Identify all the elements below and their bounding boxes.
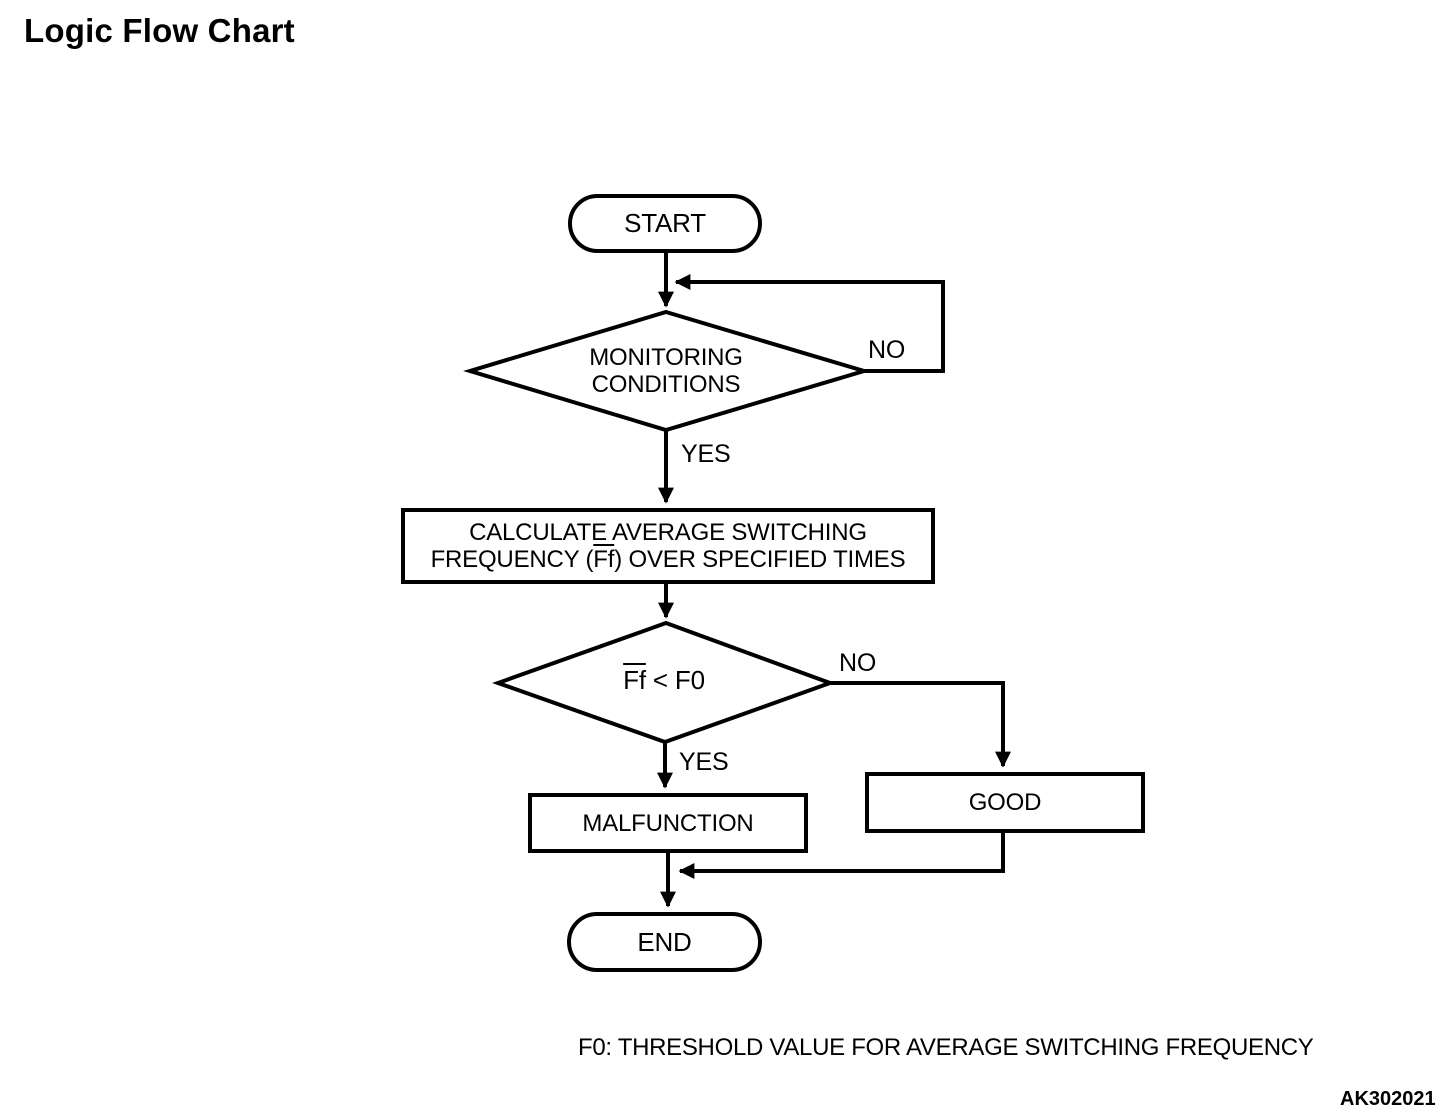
calculate-line2: FREQUENCY (Ff) OVER SPECIFIED TIMES — [431, 546, 906, 573]
connector-monitoring-no-loop — [674, 274, 945, 373]
page-title: Logic Flow Chart — [24, 12, 295, 49]
connector-ffcheck-no-to-good — [830, 681, 1011, 768]
ffcheck-ff-overline: Ff — [623, 665, 646, 695]
end-label: END — [637, 926, 692, 957]
calculate-ff-overline: Ff — [593, 546, 615, 573]
malfunction-label: MALFUNCTION — [582, 809, 754, 837]
edge-label-ffcheck-yes: YES — [679, 748, 729, 776]
node-end: END — [567, 912, 762, 972]
node-ffcheck-decision — [492, 620, 836, 745]
node-good: GOOD — [865, 772, 1145, 833]
edge-label-monitoring-no: NO — [868, 336, 906, 364]
calculate-line1: CALCULATE AVERAGE SWITCHING — [469, 519, 867, 546]
doc-code: AK302021 — [1340, 1088, 1436, 1110]
threshold-footnote: F0: THRESHOLD VALUE FOR AVERAGE SWITCHIN… — [578, 1034, 1314, 1061]
good-label: GOOD — [968, 789, 1042, 816]
node-calculate: CALCULATE AVERAGE SWITCHING FREQUENCY (F… — [401, 508, 935, 584]
calculate-line2-suffix: ) OVER SPECIFIED TIMES — [614, 546, 906, 573]
monitoring-label-line2: CONDITIONS — [591, 371, 741, 398]
ffcheck-suffix: < F0 — [645, 665, 705, 695]
ffcheck-label: Ff < F0 — [564, 667, 764, 694]
connector-good-to-merge — [678, 833, 1005, 879]
node-malfunction: MALFUNCTION — [528, 793, 808, 853]
monitoring-label: MONITORING CONDITIONS — [496, 344, 836, 398]
calculate-line2-prefix: FREQUENCY ( — [430, 546, 594, 573]
node-monitoring-decision — [463, 309, 872, 433]
start-label: START — [624, 208, 706, 238]
node-start: START — [568, 194, 762, 253]
edge-label-ffcheck-no: NO — [839, 649, 877, 677]
monitoring-label-line1: MONITORING — [589, 344, 743, 371]
edge-label-monitoring-yes: YES — [681, 440, 731, 468]
